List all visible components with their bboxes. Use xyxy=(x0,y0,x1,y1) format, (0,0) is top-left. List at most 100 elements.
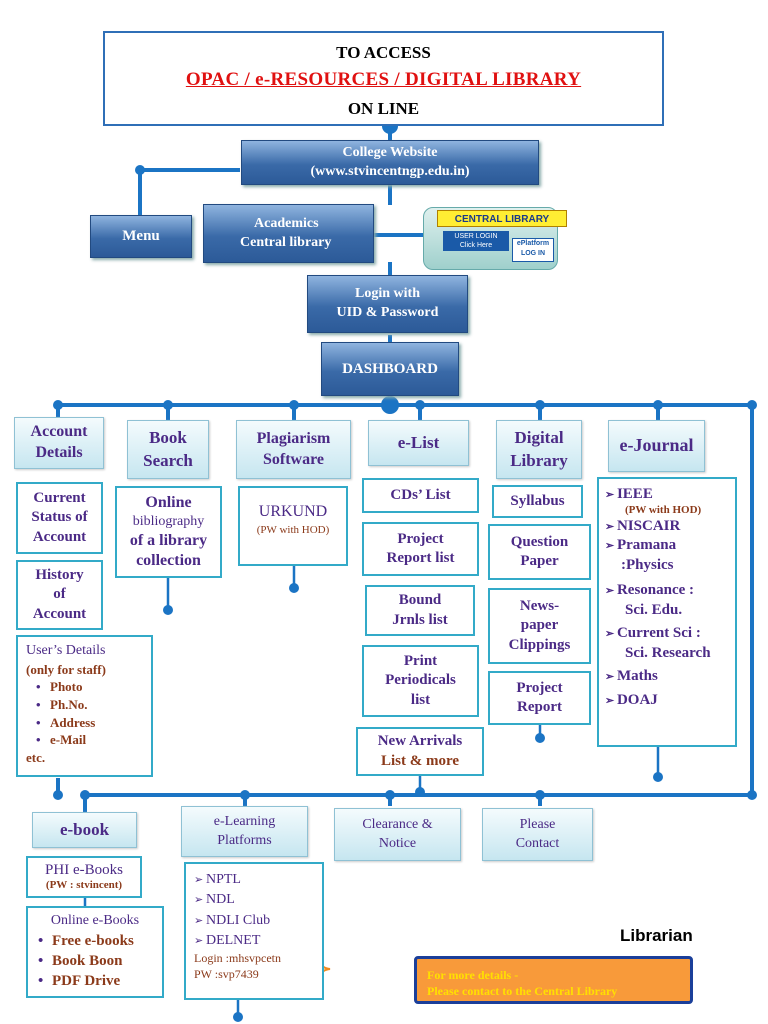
ejournal-ieee[interactable]: ➢ IEEE xyxy=(605,486,653,502)
new-arrivals-line2: List & more xyxy=(380,752,460,769)
title-line-3: ON LINE xyxy=(347,99,420,118)
news-line3: Clippings xyxy=(508,636,571,653)
nptl-label: NPTL xyxy=(205,872,241,887)
elearning-list: ➢ NPTL ➢ NDL ➢ NDLI Club ➢ DELNET Login … xyxy=(184,862,324,1000)
contact-note: For more details - Please contact to the… xyxy=(414,956,693,1004)
account-details-category[interactable]: Account Details xyxy=(14,417,104,469)
digital-library-line1: Digital xyxy=(514,428,564,448)
bound-line2: Jrnls list xyxy=(392,611,448,628)
online-ebooks-heading: Online e-Books xyxy=(50,913,140,928)
academics-label: Academics xyxy=(254,215,319,231)
college-website-url: (www.stvincentngp.edu.in) xyxy=(310,163,470,179)
pdf-drive-link[interactable]: PDF Drive xyxy=(52,971,154,991)
doaj-label: DOAJ xyxy=(616,691,658,708)
new-arrivals-item[interactable]: New Arrivals List & more xyxy=(356,727,484,776)
elearning-nptl[interactable]: ➢ NPTL xyxy=(194,872,241,887)
history-account-item[interactable]: History of Account xyxy=(16,560,103,630)
menu-node[interactable]: Menu xyxy=(90,215,192,258)
user-login-button[interactable]: USER LOGIN Click Here xyxy=(443,231,509,251)
users-details-heading: User’s Details xyxy=(26,643,106,658)
ndli-club-label: NDLI Club xyxy=(205,912,271,928)
online-ebooks-item[interactable]: Online e-Books Free e-books Book Boon PD… xyxy=(26,906,164,998)
eplatform-login-button[interactable]: ePlatform LOG IN xyxy=(512,238,554,262)
bound-journals-item[interactable]: Bound Jrnls list xyxy=(365,585,475,636)
ejournal-pramana[interactable]: ➢ Pramana xyxy=(605,537,677,554)
users-details-item[interactable]: User’s Details (only for staff) Photo Ph… xyxy=(16,635,153,777)
login-node[interactable]: Login with UID & Password xyxy=(307,275,468,333)
print-periodicals-item[interactable]: Print Periodicals list xyxy=(362,645,479,717)
title-box: TO ACCESS OPAC / e-RESOURCES / DIGITAL L… xyxy=(103,31,664,126)
bibliography-line1: Online xyxy=(145,494,192,512)
user-login-label: USER LOGIN xyxy=(454,233,498,240)
question-paper-line2: Paper xyxy=(520,553,559,569)
ejournal-resonance[interactable]: ➢ Resonance : xyxy=(605,582,695,599)
digital-library-line2: Library xyxy=(510,450,568,470)
book-search-line2: Search xyxy=(143,450,193,470)
ejournal-maths[interactable]: ➢ Maths xyxy=(605,668,658,685)
current-status-line3: Account xyxy=(32,528,87,545)
ieee-label: IEEE xyxy=(616,486,653,502)
cds-list-item[interactable]: CDs’ List xyxy=(362,478,479,513)
elearning-ndl[interactable]: ➢ NDL xyxy=(194,892,235,908)
bibliography-line2: bibliography xyxy=(132,514,205,530)
project-report-line1: Project xyxy=(397,530,444,547)
plagiarism-category[interactable]: Plagiarism Software xyxy=(236,420,351,479)
contact-line2: Please contact to the Central Library xyxy=(427,984,618,999)
plagiarism-line1: Plagiarism xyxy=(256,429,331,447)
current-status-line2: Status of xyxy=(31,509,88,526)
ejournal-category[interactable]: e-Journal xyxy=(608,420,705,472)
book-boon-link[interactable]: Book Boon xyxy=(52,951,154,971)
ejournal-current-sci[interactable]: ➢ Current Sci : xyxy=(605,625,701,642)
ebook-category[interactable]: e-book xyxy=(32,812,137,848)
project-line1: Project xyxy=(516,679,563,696)
phi-ebooks-label: PHI e-Books xyxy=(45,862,123,879)
syllabus-item[interactable]: Syllabus xyxy=(492,485,583,518)
please-contact-category[interactable]: Please Contact xyxy=(482,808,593,861)
phi-pw-note: (PW : stvincent) xyxy=(45,879,123,892)
project-report-item[interactable]: Project Report xyxy=(488,671,591,725)
click-here-label: Click Here xyxy=(459,242,493,249)
ejournal-niscair[interactable]: ➢ NISCAIR xyxy=(605,517,681,534)
bibliography-line3: of a library xyxy=(129,531,208,549)
project-line2: Report xyxy=(517,699,562,715)
question-paper-item[interactable]: Question Paper xyxy=(488,524,591,580)
eplatform-label: ePlatform xyxy=(516,240,550,247)
history-line1: History xyxy=(35,566,84,583)
free-ebooks-link[interactable]: Free e-books xyxy=(52,931,154,951)
project-report-list-item[interactable]: Project Report list xyxy=(362,522,479,576)
clearance-category[interactable]: Clearance & Notice xyxy=(334,808,461,861)
central-library-banner: CENTRAL LIBRARY xyxy=(437,210,567,227)
ejournal-doaj[interactable]: ➢ DOAJ xyxy=(605,691,658,708)
elearning-category[interactable]: e-Learning Platforms xyxy=(181,806,308,857)
current-status-line1: Current xyxy=(33,489,86,506)
ejournal-list: ➢ IEEE (PW with HOD) ➢ NISCAIR ➢ Pramana… xyxy=(597,477,737,747)
dashboard-node[interactable]: DASHBOARD xyxy=(321,342,459,396)
online-bibliography-item[interactable]: Online bibliography of a library collect… xyxy=(115,486,222,578)
title-line-2: OPAC / e-RESOURCES / DIGITAL LIBRARY xyxy=(185,69,582,90)
digital-library-category[interactable]: Digital Library xyxy=(496,420,582,479)
plagiarism-line2: Software xyxy=(262,450,325,468)
current-status-item[interactable]: Current Status of Account xyxy=(16,482,103,554)
print-line3: list xyxy=(410,691,431,708)
ebook-label: e-book xyxy=(59,819,110,839)
maths-label: Maths xyxy=(616,668,658,685)
please-contact-line2: Contact xyxy=(515,835,560,851)
academics-node[interactable]: Academics Central library xyxy=(203,204,374,263)
college-website-node[interactable]: College Website (www.stvincentngp.edu.in… xyxy=(241,140,539,185)
book-search-category[interactable]: Book Search xyxy=(127,420,209,479)
account-details-line1: Account xyxy=(30,423,88,441)
urkund-item[interactable]: URKUND (PW with HOD) xyxy=(238,486,348,566)
users-details-etc: etc. xyxy=(26,749,46,765)
bound-line1: Bound xyxy=(398,592,442,608)
bibliography-line4: collection xyxy=(136,551,201,569)
newspaper-clippings-item[interactable]: News- paper Clippings xyxy=(488,588,591,664)
please-contact-line1: Please xyxy=(519,817,556,833)
question-paper-line1: Question xyxy=(510,533,569,550)
elist-category[interactable]: e-List xyxy=(368,420,469,466)
central-library-label: Central library xyxy=(240,234,332,250)
elearning-delnet[interactable]: ➢ DELNET xyxy=(194,932,261,948)
uid-password-label: UID & Password xyxy=(336,305,439,320)
new-arrivals-line1: New Arrivals xyxy=(377,733,463,749)
phi-ebooks-item[interactable]: PHI e-Books (PW : stvincent) xyxy=(26,856,142,898)
elearning-ndli-club[interactable]: ➢ NDLI Club xyxy=(194,912,271,928)
